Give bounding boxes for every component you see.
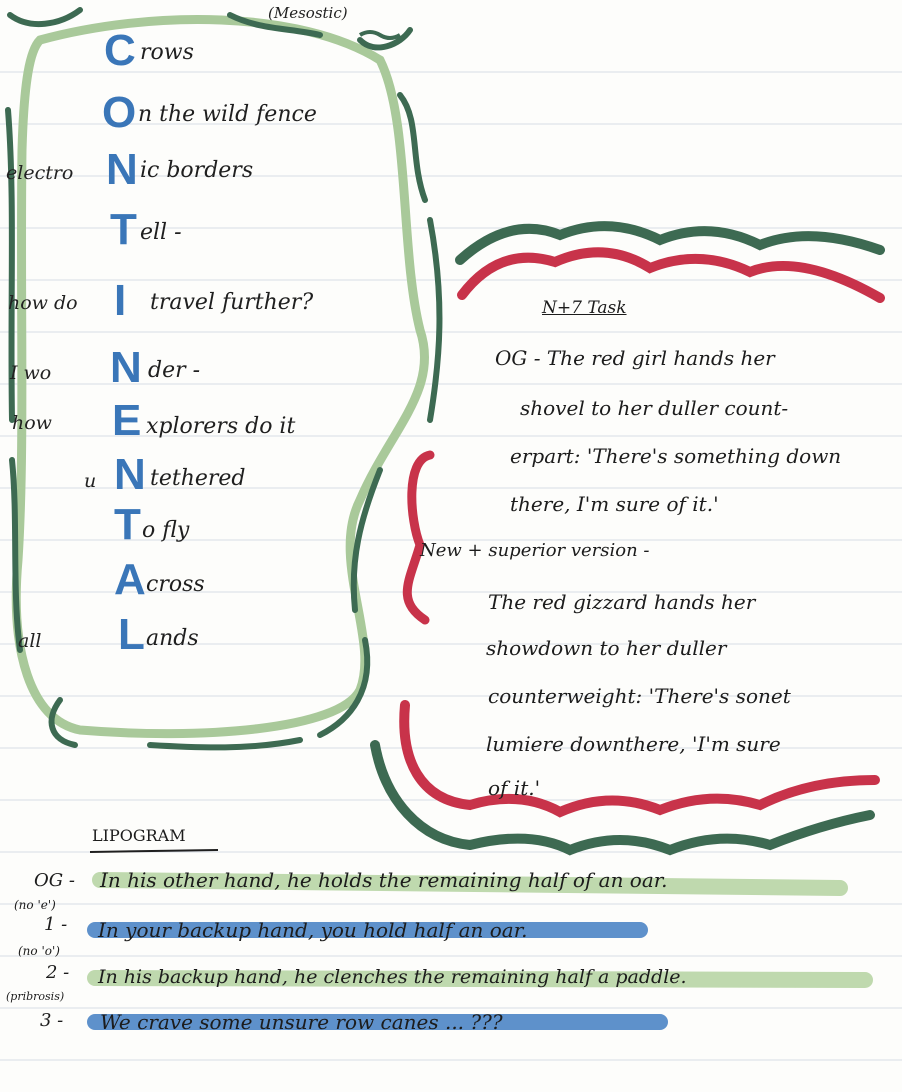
lipogram-note: (no 'e'): [14, 898, 56, 912]
n7-og-line: OG - The red girl hands her: [495, 346, 775, 370]
mesostic-prefix: how do: [8, 292, 78, 314]
mesostic-capital: N: [106, 145, 138, 194]
n7-new-line: The red gizzard hands her: [488, 590, 756, 614]
mesostic-capital: C: [104, 26, 136, 75]
n7-og-line: shovel to her duller count-: [520, 396, 789, 420]
lipogram-title: LIPOGRAM: [92, 826, 186, 845]
lipo-highlight-2: [87, 970, 873, 988]
lipogram-note: (no 'o'): [18, 944, 60, 958]
mesostic-capital: I: [114, 276, 127, 325]
mesostic-capital: E: [112, 396, 142, 445]
mesostic-prefix: all: [18, 630, 42, 652]
mesostic-label: (Mesostic): [268, 4, 348, 22]
lipogram-label: 2 -: [46, 962, 70, 983]
lipogram-text: In his other hand, he holds the remainin…: [100, 868, 668, 892]
n7-new-line: counterweight: 'There's sonet: [488, 684, 791, 708]
n7-og-line: erpart: 'There's something down: [510, 444, 842, 468]
mesostic-text: ands: [146, 626, 199, 651]
mesostic-text: o fly: [142, 518, 190, 543]
lipogram-label: 1 -: [44, 914, 68, 935]
n7-new-line: lumiere downthere, 'I'm sure: [486, 732, 781, 756]
mesostic-prefix: u: [84, 470, 97, 492]
mesostic-capital: T: [114, 500, 141, 549]
mesostic-text: tethered: [150, 466, 246, 491]
mesostic-text: travel further?: [150, 290, 314, 315]
mesostic-capital: N: [114, 450, 146, 499]
mesostic-text: ic borders: [140, 158, 254, 183]
lipogram-text: In your backup hand, you hold half an oa…: [98, 918, 528, 942]
mesostic-text: xplorers do it: [146, 414, 296, 439]
mesostic-text: n the wild fence: [138, 102, 317, 127]
n7-og-line: there, I'm sure of it.': [510, 492, 719, 516]
lipo-highlight-og: [92, 872, 848, 896]
mesostic-capital: O: [102, 88, 137, 137]
n7-top-wave-red: [457, 247, 885, 303]
mesostic-prefix: I wo: [10, 362, 52, 384]
mesostic-text: rows: [140, 40, 194, 65]
n7-new-heading: New + superior version -: [420, 540, 650, 561]
mesostic-label-squiggle: [358, 30, 402, 40]
n7-title: N+7 Task: [542, 298, 627, 318]
n7-bottom-wave-green: [370, 740, 875, 856]
mesostic-text: cross: [146, 572, 205, 597]
lipogram-underline: [89, 849, 219, 853]
lipogram-text: We crave some unsure row canes ... ???: [100, 1010, 503, 1034]
lipogram-text: In his backup hand, he clenches the rema…: [98, 966, 687, 988]
mesostic-text: der -: [148, 358, 201, 383]
mesostic-capital: N: [110, 343, 142, 392]
n7-new-line: of it.': [488, 776, 541, 800]
n7-bottom-wave-red: [399, 700, 880, 818]
n7-new-line: showdown to her duller: [486, 636, 727, 660]
lipogram-label: OG -: [34, 870, 75, 891]
n7-top-wave-green: [455, 221, 885, 265]
mesostic-capital: T: [110, 205, 137, 254]
lipogram-label: 3 -: [40, 1010, 64, 1031]
mesostic-prefix: how: [12, 412, 52, 434]
mesostic-text: ell -: [140, 220, 182, 245]
lipogram-note: (pribrosis): [6, 990, 65, 1003]
red-brace: [402, 450, 435, 625]
mesostic-prefix: electro: [6, 162, 74, 184]
mesostic-capital: A: [114, 555, 146, 604]
mesostic-capital: L: [118, 610, 145, 659]
